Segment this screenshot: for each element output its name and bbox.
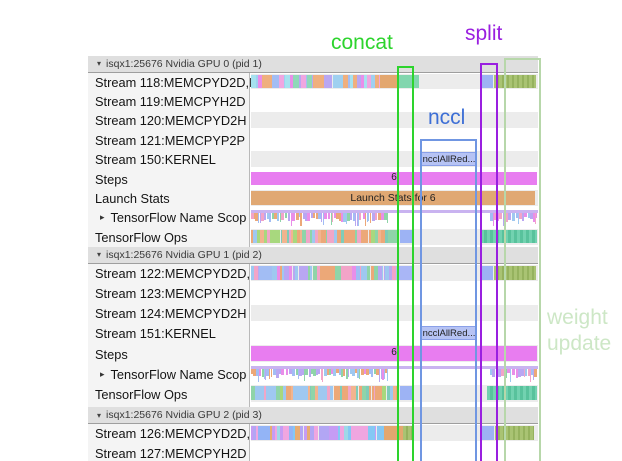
event-block[interactable] xyxy=(384,425,403,440)
track-label-text: Stream 120:MEMCPYD2H xyxy=(95,113,247,129)
track-label-text: Stream 126:MEMCPYD2D,KERNEL,MI xyxy=(95,426,254,442)
event-bar-label: 6 xyxy=(391,347,397,359)
track-label: Steps xyxy=(88,344,254,364)
event-bar-label: ncclAllRed... xyxy=(422,328,476,340)
namescope-merged-bar[interactable] xyxy=(251,210,538,214)
gpu-header-label: isqx1:25676 Nvidia GPU 2 (pid 3) xyxy=(106,409,262,422)
dense-event-band[interactable] xyxy=(251,425,384,440)
track-label: Stream 122:MEMCPYD2D,KERNEL,MI xyxy=(88,264,254,284)
track-label-text: Stream 121:MEMCPYP2P xyxy=(95,132,246,148)
event-striped-band[interactable] xyxy=(495,425,534,440)
weight-update-label: weight update xyxy=(547,306,612,355)
track-label-text: TensorFlow Ops xyxy=(95,386,188,402)
track-label-text: Stream 123:MEMCPYH2D xyxy=(95,286,247,302)
event-bar[interactable]: ncclAllRed... xyxy=(421,152,477,166)
namescope-mini-bars[interactable] xyxy=(251,369,388,383)
gpu-section-header[interactable]: ▾ isqx1:25676 Nvidia GPU 1 (pid 2) xyxy=(88,247,538,264)
track-label-text: TensorFlow Name Scope xyxy=(110,210,247,226)
event-bar-label: 6 xyxy=(391,172,397,184)
gpu-header-label: isqx1:25676 Nvidia GPU 1 (pid 2) xyxy=(106,248,262,261)
gpu-section-header[interactable]: ▾ isqx1:25676 Nvidia GPU 0 (pid 1) xyxy=(88,56,538,73)
concat-label: concat xyxy=(331,31,393,54)
collapse-triangle-icon: ▾ xyxy=(97,250,102,260)
dense-event-band[interactable] xyxy=(251,265,397,280)
track-label: Stream 150:KERNEL xyxy=(88,150,254,169)
track-label-text: Stream 124:MEMCPYD2H xyxy=(95,306,247,322)
track-label-text: TensorFlow Ops xyxy=(95,229,188,245)
track-label-text: Stream 150:KERNEL xyxy=(95,152,216,168)
event-block[interactable] xyxy=(481,425,494,440)
track-label: Stream 120:MEMCPYD2H xyxy=(88,111,254,130)
expand-triangle-icon: ▸ xyxy=(100,368,105,379)
event-striped-band[interactable] xyxy=(481,229,537,244)
event-block[interactable] xyxy=(398,265,413,280)
track-label: TensorFlow Ops xyxy=(88,384,254,404)
track-label: Stream 127:MEMCPYH2D xyxy=(88,444,254,461)
event-block[interactable] xyxy=(400,229,412,244)
event-bar-label: Launch Stats for 6 xyxy=(350,191,436,204)
track-label-text: Launch Stats xyxy=(95,191,170,207)
dense-event-band[interactable] xyxy=(251,229,399,244)
collapse-triangle-icon: ▾ xyxy=(97,59,102,69)
row-background xyxy=(251,304,538,322)
track-label: Stream 123:MEMCPYH2D xyxy=(88,284,254,304)
collapse-triangle-icon: ▾ xyxy=(97,410,102,420)
track-label-text: Stream 118:MEMCPYD2D,KERNEL,ME xyxy=(95,74,254,90)
track-label-text: Stream 151:KERNEL xyxy=(95,326,216,342)
event-block[interactable] xyxy=(481,74,493,88)
track-label-text: TensorFlow Name Scope xyxy=(110,366,247,382)
track-label: Stream 121:MEMCPYP2P xyxy=(88,131,254,150)
track-label: Launch Stats xyxy=(88,189,254,208)
dense-event-band[interactable] xyxy=(251,74,380,88)
row-background xyxy=(251,151,538,167)
event-striped-band[interactable] xyxy=(403,425,412,440)
track-label: Stream 119:MEMCPYH2D xyxy=(88,92,254,111)
namescope-track-label[interactable]: ▸ TensorFlow Name Scope xyxy=(88,364,247,384)
track-label-text: Stream 119:MEMCPYH2D xyxy=(95,94,246,110)
track-label: Stream 124:MEMCPYD2H xyxy=(88,304,254,324)
namescope-merged-bar[interactable] xyxy=(251,366,538,370)
track-label-text: Stream 127:MEMCPYH2D xyxy=(95,446,247,461)
event-bar[interactable]: 6 xyxy=(251,346,537,361)
track-label: Steps xyxy=(88,170,254,189)
row-background xyxy=(251,112,538,129)
split-label: split xyxy=(465,22,503,45)
event-block[interactable] xyxy=(400,386,412,401)
track-label: TensorFlow Ops xyxy=(88,228,254,247)
track-label-text: Steps xyxy=(95,346,128,362)
namescope-mini-bars[interactable] xyxy=(490,369,537,383)
track-label: Stream 151:KERNEL xyxy=(88,324,254,344)
event-block[interactable] xyxy=(380,74,398,88)
event-bar[interactable]: ncclAllRed... xyxy=(421,325,477,341)
event-striped-band[interactable] xyxy=(487,386,537,401)
event-bar-label: ncclAllRed... xyxy=(422,154,476,166)
event-bar[interactable]: Launch Stats for 6 xyxy=(251,190,535,205)
namescope-mini-bars[interactable] xyxy=(490,213,537,226)
expand-triangle-icon: ▸ xyxy=(100,212,105,223)
dense-event-band[interactable] xyxy=(251,386,399,401)
track-label-text: Steps xyxy=(95,171,128,187)
gpu-header-label: isqx1:25676 Nvidia GPU 0 (pid 1) xyxy=(106,57,262,70)
gpu-section-header[interactable]: ▾ isqx1:25676 Nvidia GPU 2 (pid 3) xyxy=(88,407,538,424)
event-block[interactable] xyxy=(481,265,493,280)
event-striped-band[interactable] xyxy=(494,74,536,88)
track-label-text: Stream 122:MEMCPYD2D,KERNEL,MI xyxy=(95,266,254,282)
track-label: Stream 126:MEMCPYD2D,KERNEL,MI xyxy=(88,424,254,444)
namescope-mini-bars[interactable] xyxy=(251,213,388,226)
event-block[interactable] xyxy=(398,74,419,88)
event-bar[interactable]: 6 xyxy=(251,171,537,186)
namescope-track-label[interactable]: ▸ TensorFlow Name Scope xyxy=(88,208,247,227)
event-striped-band[interactable] xyxy=(494,265,536,280)
track-label: Stream 118:MEMCPYD2D,KERNEL,ME xyxy=(88,73,254,92)
